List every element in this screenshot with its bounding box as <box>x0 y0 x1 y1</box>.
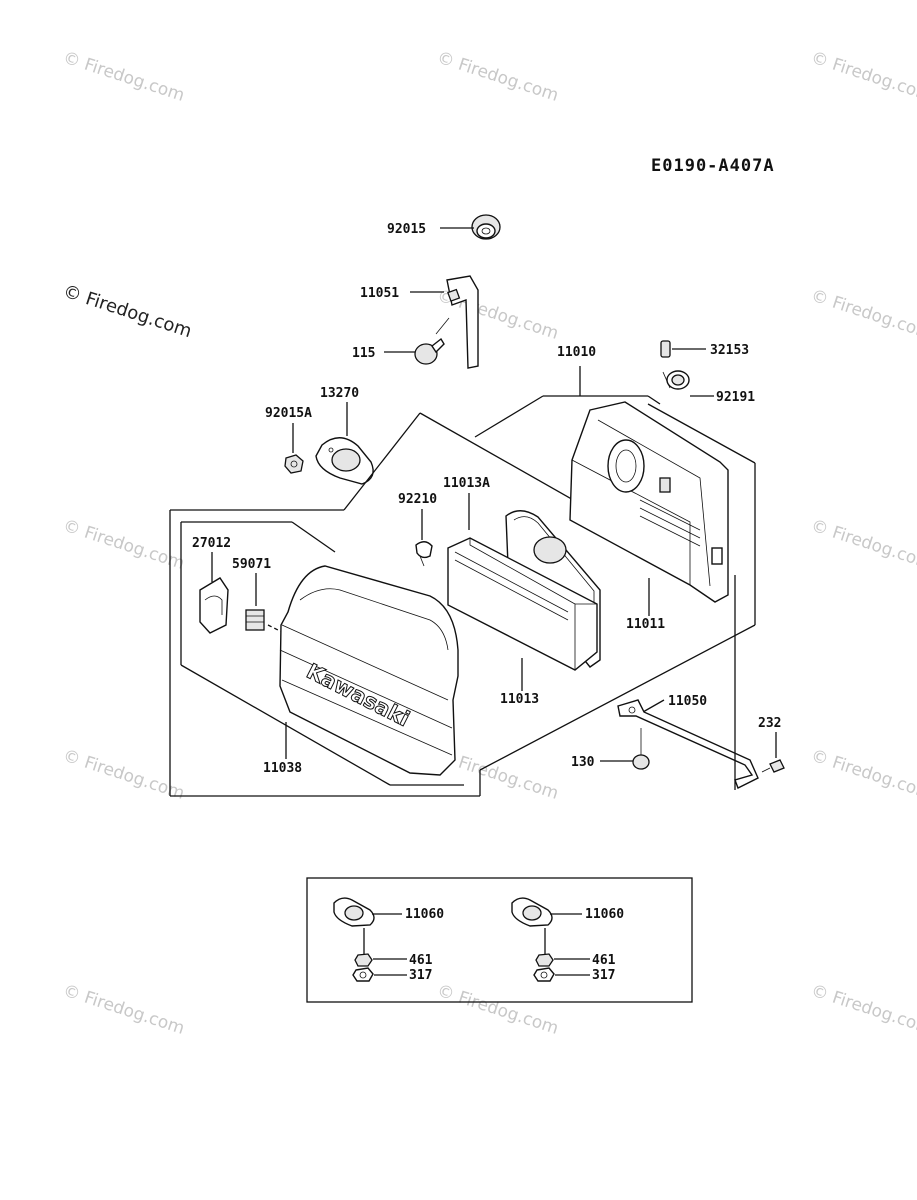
screw-232 <box>761 759 785 773</box>
watermark-text: © Firedog.com <box>60 746 186 804</box>
watermark-text: © Firedog.com <box>60 516 186 574</box>
label-32153: 32153 <box>710 343 749 358</box>
assembly-bracket-11010 <box>474 366 756 771</box>
grommet-92015 <box>471 214 501 240</box>
inset-right-parts <box>511 897 590 982</box>
watermark-text: © Firedog.com <box>60 281 194 342</box>
label-inset-right-nut1: 461 <box>592 953 616 968</box>
label-inset-right-nut2: 317 <box>592 968 615 983</box>
latch-27012 <box>199 577 229 634</box>
label-92191: 92191 <box>716 390 755 405</box>
clip-92210 <box>415 541 433 567</box>
label-13270: 13270 <box>320 386 359 401</box>
spring-59071 <box>245 609 291 637</box>
bolt-130 <box>632 728 650 770</box>
nut-92015A <box>284 454 304 474</box>
label-115: 115 <box>352 346 375 361</box>
bracket-11050 <box>617 699 759 789</box>
watermark-text: © Firedog.com <box>808 981 917 1039</box>
label-232: 232 <box>758 716 781 731</box>
label-92210: 92210 <box>398 492 437 507</box>
label-11011: 11011 <box>626 617 665 632</box>
label-92015A: 92015A <box>265 406 312 421</box>
diagram-code: E0190-A407A <box>651 156 775 176</box>
watermark-text: © Firedog.com <box>808 48 917 106</box>
bracket-11051 <box>446 275 479 369</box>
label-11013A: 11013A <box>443 476 490 491</box>
label-11051: 11051 <box>360 286 399 301</box>
air-cleaner-base-11011 <box>569 401 729 603</box>
bolt-115 <box>414 317 450 365</box>
cover-11038: Kawasaki <box>279 565 459 776</box>
label-inset-left-nut2: 317 <box>409 968 432 983</box>
watermark-text: © Firedog.com <box>434 981 560 1039</box>
label-11050: 11050 <box>668 694 707 709</box>
label-130: 130 <box>571 755 595 770</box>
watermark-text: © Firedog.com <box>434 48 560 106</box>
label-inset-left-nut1: 461 <box>409 953 433 968</box>
label-inset-left-gasket: 11060 <box>405 907 444 922</box>
inset-box: 11060 461 317 11060 461 317 <box>306 877 693 1003</box>
watermark-text: © Firedog.com <box>808 746 917 804</box>
watermark-text: © Firedog.com <box>808 516 917 574</box>
filter-element-11013 <box>447 537 598 671</box>
clamp-92191 <box>662 370 714 397</box>
gasket-13270 <box>315 437 374 485</box>
valve-32153 <box>660 340 706 358</box>
watermarks: © Firedog.com © Firedog.com © Firedog.co… <box>60 48 917 1039</box>
label-11013: 11013 <box>500 692 539 707</box>
watermark-text: © Firedog.com <box>60 48 186 106</box>
label-11038: 11038 <box>263 761 302 776</box>
inset-left-parts <box>333 897 407 982</box>
label-92015: 92015 <box>387 222 426 237</box>
label-11010: 11010 <box>557 345 596 360</box>
label-27012: 27012 <box>192 536 231 551</box>
watermark-text: © Firedog.com <box>60 981 186 1039</box>
label-59071: 59071 <box>232 557 271 572</box>
watermark-text: © Firedog.com <box>808 286 917 344</box>
label-inset-right-gasket: 11060 <box>585 907 624 922</box>
